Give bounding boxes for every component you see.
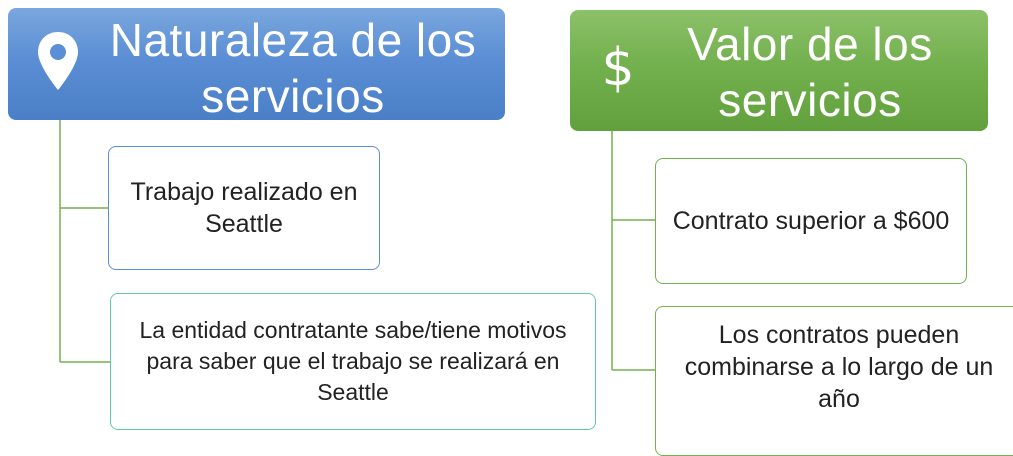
header-naturaleza: Naturaleza de los servicios: [8, 8, 505, 122]
card-contrato-superior: Contrato superior a $600: [655, 158, 967, 284]
header-naturaleza-title: Naturaleza de los servicios: [109, 14, 477, 122]
map-pin-icon: [38, 32, 78, 90]
connector-lines: [59, 120, 655, 371]
card-entidad-contratante-text: La entidad contratante sabe/tiene motivo…: [139, 317, 567, 405]
card-entidad-contratante: La entidad contratante sabe/tiene motivo…: [110, 293, 596, 430]
header-valor: $ Valor de los servicios: [570, 10, 988, 131]
header-valor-title: Valor de los servicios: [687, 18, 933, 126]
card-contratos-combinarse-text: Los contratos pueden combinarse a lo lar…: [684, 321, 994, 413]
card-trabajo-realizado: Trabajo realizado en Seattle: [108, 146, 380, 270]
dollar-sign-icon: $: [601, 38, 635, 98]
card-trabajo-realizado-text: Trabajo realizado en Seattle: [130, 178, 358, 238]
card-contrato-superior-text: Contrato superior a $600: [672, 207, 950, 235]
card-contratos-combinarse: Los contratos pueden combinarse a lo lar…: [655, 306, 1013, 456]
